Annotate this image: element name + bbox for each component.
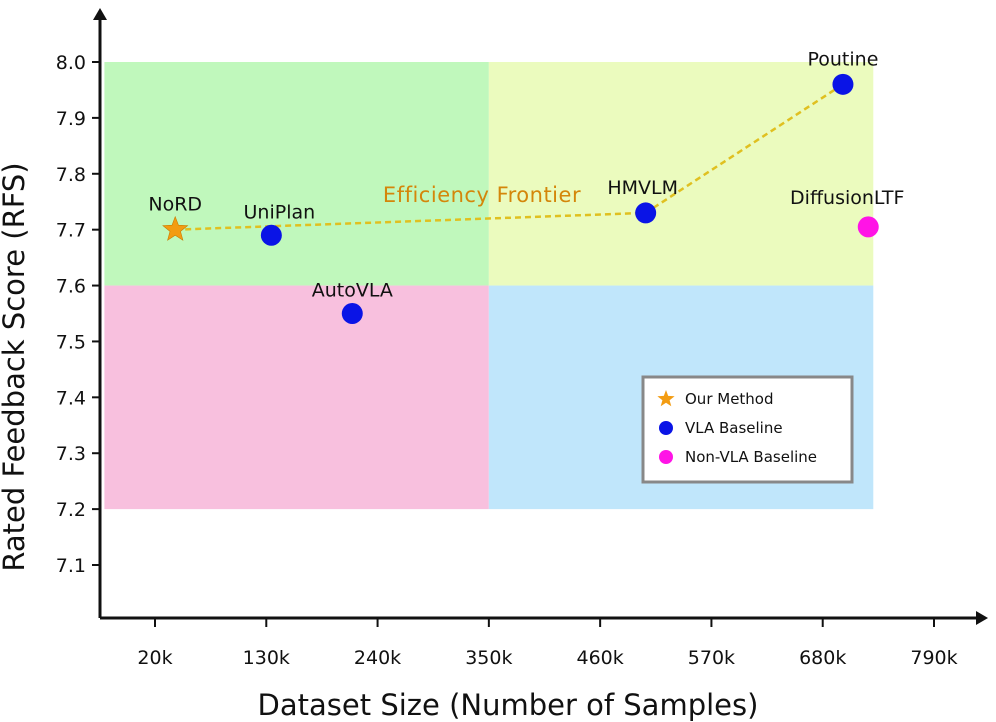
region <box>104 285 489 510</box>
x-tick-label: 680k <box>799 647 846 669</box>
legend-label: Our Method <box>685 390 774 408</box>
point-label: Poutine <box>807 48 878 70</box>
y-tick-label: 7.5 <box>56 331 86 353</box>
point-label: UniPlan <box>244 201 316 223</box>
y-axis-label: Rated Feedback Score (RFS) <box>0 162 31 571</box>
x-tick-label: 570k <box>688 647 735 669</box>
x-axis-label: Dataset Size (Number of Samples) <box>258 688 759 722</box>
data-points <box>162 73 879 324</box>
data-point <box>341 303 363 324</box>
background-regions <box>104 62 874 510</box>
axes: 7.1 7.2 7.3 7.4 7.5 7.6 7.7 7.8 7.9 8.0 20k 130k 240… <box>56 8 988 669</box>
legend-marker-star <box>657 390 675 407</box>
y-tick-label: 7.7 <box>56 220 86 242</box>
data-point <box>260 224 282 246</box>
point-label: AutoVLA <box>312 280 393 302</box>
x-tick-label: 240k <box>354 647 401 669</box>
point-label: NoRD <box>148 194 202 216</box>
data-point-star <box>162 215 189 241</box>
y-tick-label: 8.0 <box>56 52 86 74</box>
point-label: DiffusionLTF <box>790 187 904 209</box>
region <box>488 62 874 286</box>
y-axis-arrow <box>93 8 107 20</box>
legend-label: VLA Baseline <box>685 419 783 437</box>
legend-marker <box>659 450 673 464</box>
y-tick-label: 7.8 <box>56 164 86 186</box>
data-point <box>857 216 879 238</box>
y-tick-label: 7.1 <box>56 555 86 577</box>
legend-label: Non-VLA Baseline <box>685 448 817 466</box>
y-tick-label: 7.3 <box>56 443 86 465</box>
frontier-label: Efficiency Frontier <box>383 183 581 207</box>
data-point <box>635 202 657 224</box>
y-tick-label: 7.4 <box>56 387 86 409</box>
x-tick-label: 130k <box>243 647 290 669</box>
x-axis-arrow <box>976 611 988 625</box>
y-tick-label: 7.2 <box>56 499 86 521</box>
data-point <box>832 73 854 95</box>
x-tick-label: 20k <box>137 647 172 669</box>
y-tick-label: 7.6 <box>56 276 86 298</box>
point-label: HMVLM <box>607 177 678 199</box>
region <box>104 62 489 286</box>
x-tick-label: 460k <box>577 647 624 669</box>
y-tick-label: 7.9 <box>56 108 86 130</box>
x-tick-label: 350k <box>465 647 512 669</box>
legend-box <box>641 375 854 484</box>
x-tick-label: 790k <box>910 647 957 669</box>
legend-marker <box>659 421 673 435</box>
